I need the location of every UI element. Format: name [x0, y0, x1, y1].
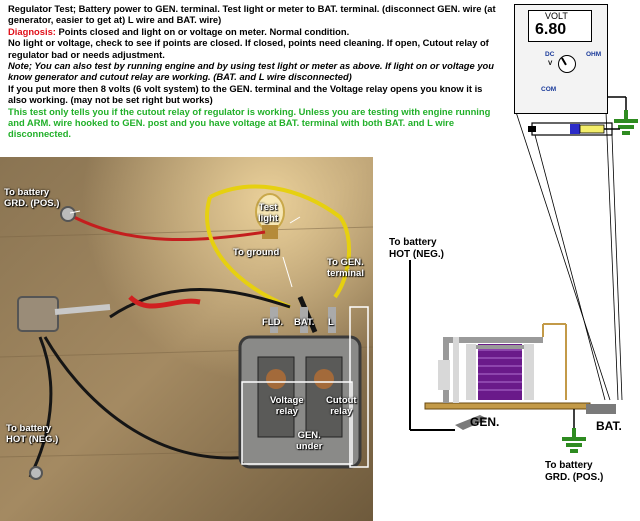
red-wire-pos: [69, 213, 266, 242]
label-cutout-relay-line2: relay: [330, 406, 353, 417]
ground-symbol-top: [614, 110, 638, 135]
meter-dc-label: DC: [545, 51, 555, 58]
gen-terminal: [455, 415, 488, 430]
meter-v-label: V: [548, 60, 553, 67]
voltmeter-display: [528, 10, 592, 42]
label-test-light-line2: light: [258, 213, 279, 224]
label-cutout-relay-line1: Cutout: [326, 395, 357, 406]
label-gen-under-line2: under: [296, 441, 323, 452]
diagram-grd-pos-line1: To battery: [545, 460, 593, 471]
label-voltage-relay-line1: Voltage: [270, 395, 304, 406]
label-l: L: [328, 317, 334, 328]
label-to-battery-neg-line2: HOT (NEG.): [6, 434, 59, 445]
diagram-bat-label: BAT.: [596, 419, 622, 433]
diagnosis-label: Diagnosis:: [8, 25, 56, 37]
label-to-gen-terminal: To GEN.terminal: [327, 257, 364, 279]
ground-symbol-bottom: [562, 428, 586, 453]
relay-outline: [241, 381, 353, 465]
diagnosis-line: Diagnosis: Points closed and light on or…: [8, 26, 498, 37]
test-light-probe: [528, 122, 620, 136]
diagram-hot-neg-line2: HOT (NEG.): [389, 248, 444, 260]
voltmeter-unit: VOLT: [545, 11, 568, 21]
diagnosis-text: Points closed and light on or voltage on…: [55, 25, 350, 37]
meter-ohm-label: OHM: [586, 51, 602, 58]
instructions-text: Regulator Test; Battery power to GEN. te…: [8, 3, 498, 140]
label-to-battery-neg-line1: To battery: [6, 423, 52, 434]
label-bat: BAT.: [294, 317, 315, 328]
diagram-grd-pos-line2: GRD. (POS.): [545, 471, 604, 483]
regulator-base: [424, 402, 591, 410]
label-voltage-relay-line2: relay: [275, 406, 298, 417]
note-line: Note; You can also test by running engin…: [8, 60, 494, 83]
instruction-line-5: If you put more then 8 volts (6 volt sys…: [8, 82, 483, 106]
label-to-gen-line1: To GEN.: [327, 257, 364, 268]
instruction-line-1: Regulator Test; Battery power to GEN. te…: [8, 3, 496, 26]
label-to-battery-pos-line2: GRD. (POS.): [4, 198, 60, 209]
meter-com-label: COM: [541, 86, 557, 93]
diagram-gen-label: GEN.: [470, 415, 500, 429]
bat-terminal: [586, 404, 616, 414]
label-gen-under: GEN.under: [296, 430, 322, 452]
toggle-switch: [17, 296, 59, 332]
label-to-gen-line2: terminal: [327, 268, 364, 279]
voltmeter-value: 6.80: [535, 21, 567, 38]
yellow-wire: [209, 184, 352, 299]
instruction-line-3: No light or voltage, check to see if poi…: [8, 37, 489, 60]
diagram-hot-neg-line1: To battery: [389, 237, 437, 248]
photo-illustration: [0, 157, 373, 521]
relay-coil: [478, 344, 522, 400]
label-test-light-line1: Test: [258, 202, 278, 213]
green-warning: This test only tells you if the cutout r…: [8, 105, 491, 140]
label-fld: FLD.: [262, 317, 284, 328]
red-clip: [128, 295, 201, 309]
label-to-battery-pos-line1: To battery: [4, 187, 50, 198]
regulator-schematic: [409, 93, 638, 453]
black-wire: [109, 288, 291, 319]
label-gen-under-line1: GEN.: [297, 430, 321, 441]
label-to-ground: To ground: [233, 247, 280, 258]
